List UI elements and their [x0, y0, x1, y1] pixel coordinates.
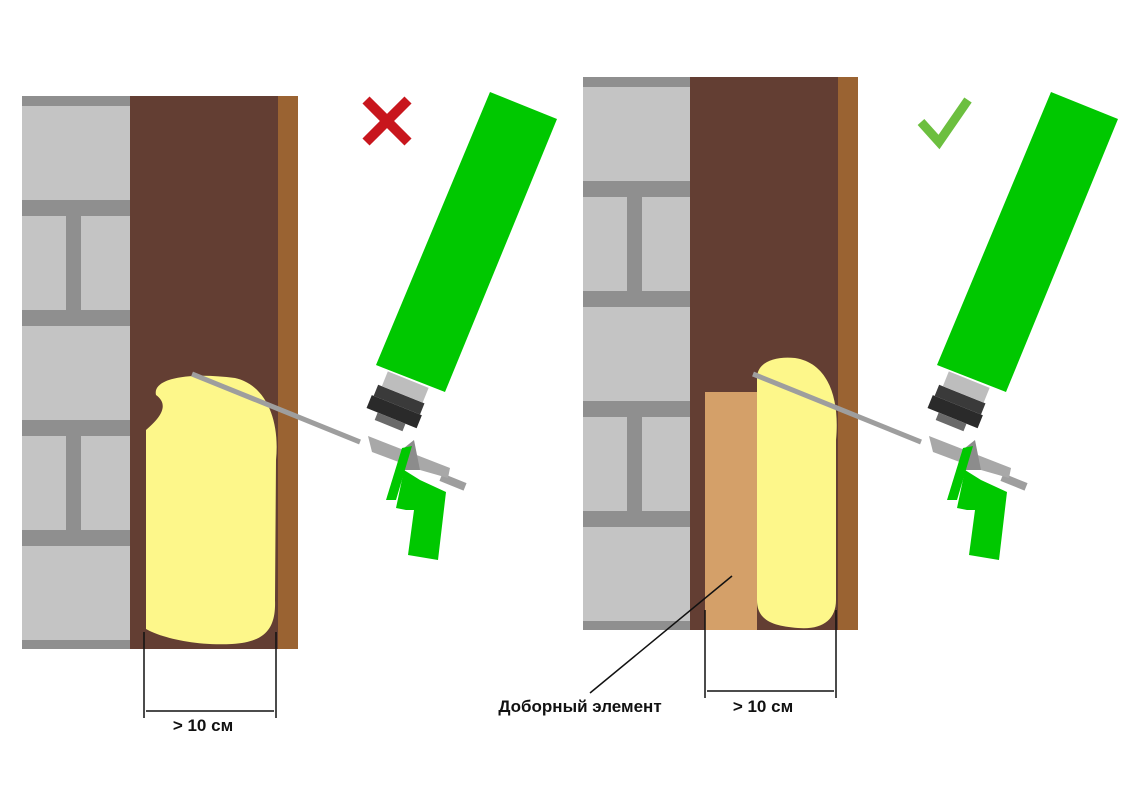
- gun-trigger: [386, 446, 412, 500]
- brick-wall: [22, 96, 144, 649]
- foam-can: [937, 92, 1118, 392]
- gun-handle: [396, 470, 446, 560]
- filler-element-label: Доборный элемент: [498, 697, 661, 716]
- wrong-panel: > 10 см: [22, 92, 557, 735]
- foam-blob: [146, 375, 277, 645]
- foam-gun: [752, 92, 1118, 560]
- foam-gun: [191, 92, 557, 560]
- gun-trigger: [947, 446, 973, 500]
- foam-blob: [757, 357, 837, 629]
- gap-dimension-label: > 10 см: [733, 697, 793, 716]
- red-cross-icon: [362, 96, 412, 146]
- filler-leader-line: [589, 575, 733, 694]
- green-check-icon: [917, 97, 972, 150]
- window-frame: [838, 77, 858, 630]
- gap-dimension: [143, 632, 277, 718]
- brick-wall: [583, 77, 705, 630]
- gun-handle: [957, 470, 1007, 560]
- right-panel: > 10 см Доборный элемент: [498, 77, 1118, 716]
- gap-dimension-label: > 10 см: [173, 716, 233, 735]
- window-frame: [278, 96, 298, 649]
- foam-can: [376, 92, 557, 392]
- gap-dimension: [704, 610, 837, 698]
- filler-element: [705, 392, 757, 630]
